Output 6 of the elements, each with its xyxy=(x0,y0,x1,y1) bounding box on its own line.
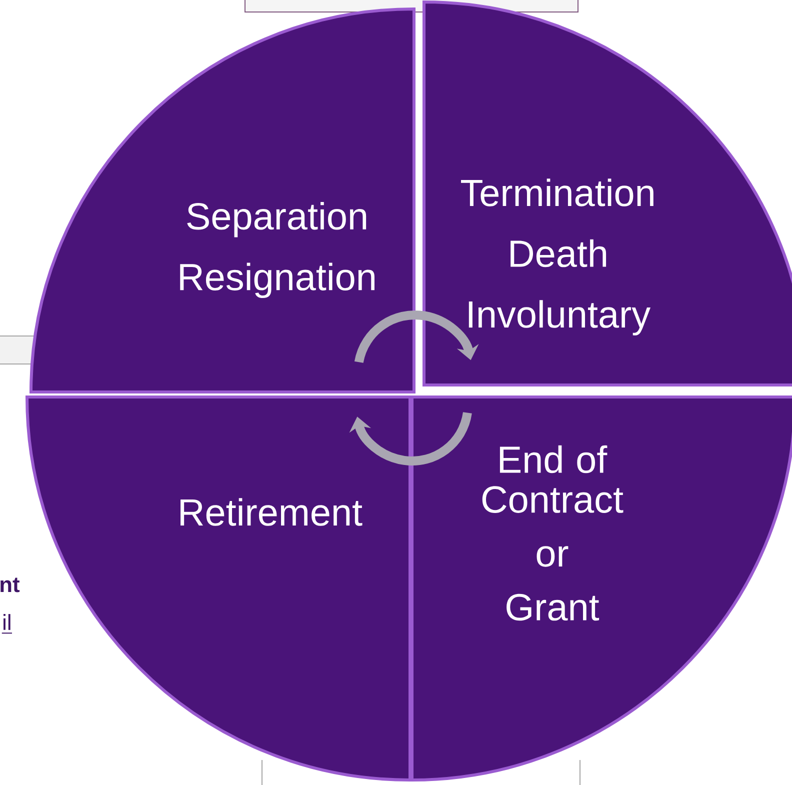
quadrant-segment: Separation Resignation xyxy=(30,8,416,394)
quadrant-segment: Termination Death Involuntary xyxy=(422,0,792,386)
quadrant-segment: Retirement xyxy=(26,396,412,782)
cycle-arrow xyxy=(354,310,479,364)
quadrant-segment: End of Contract or Grant xyxy=(410,396,792,782)
cycle-arrow xyxy=(349,412,472,466)
